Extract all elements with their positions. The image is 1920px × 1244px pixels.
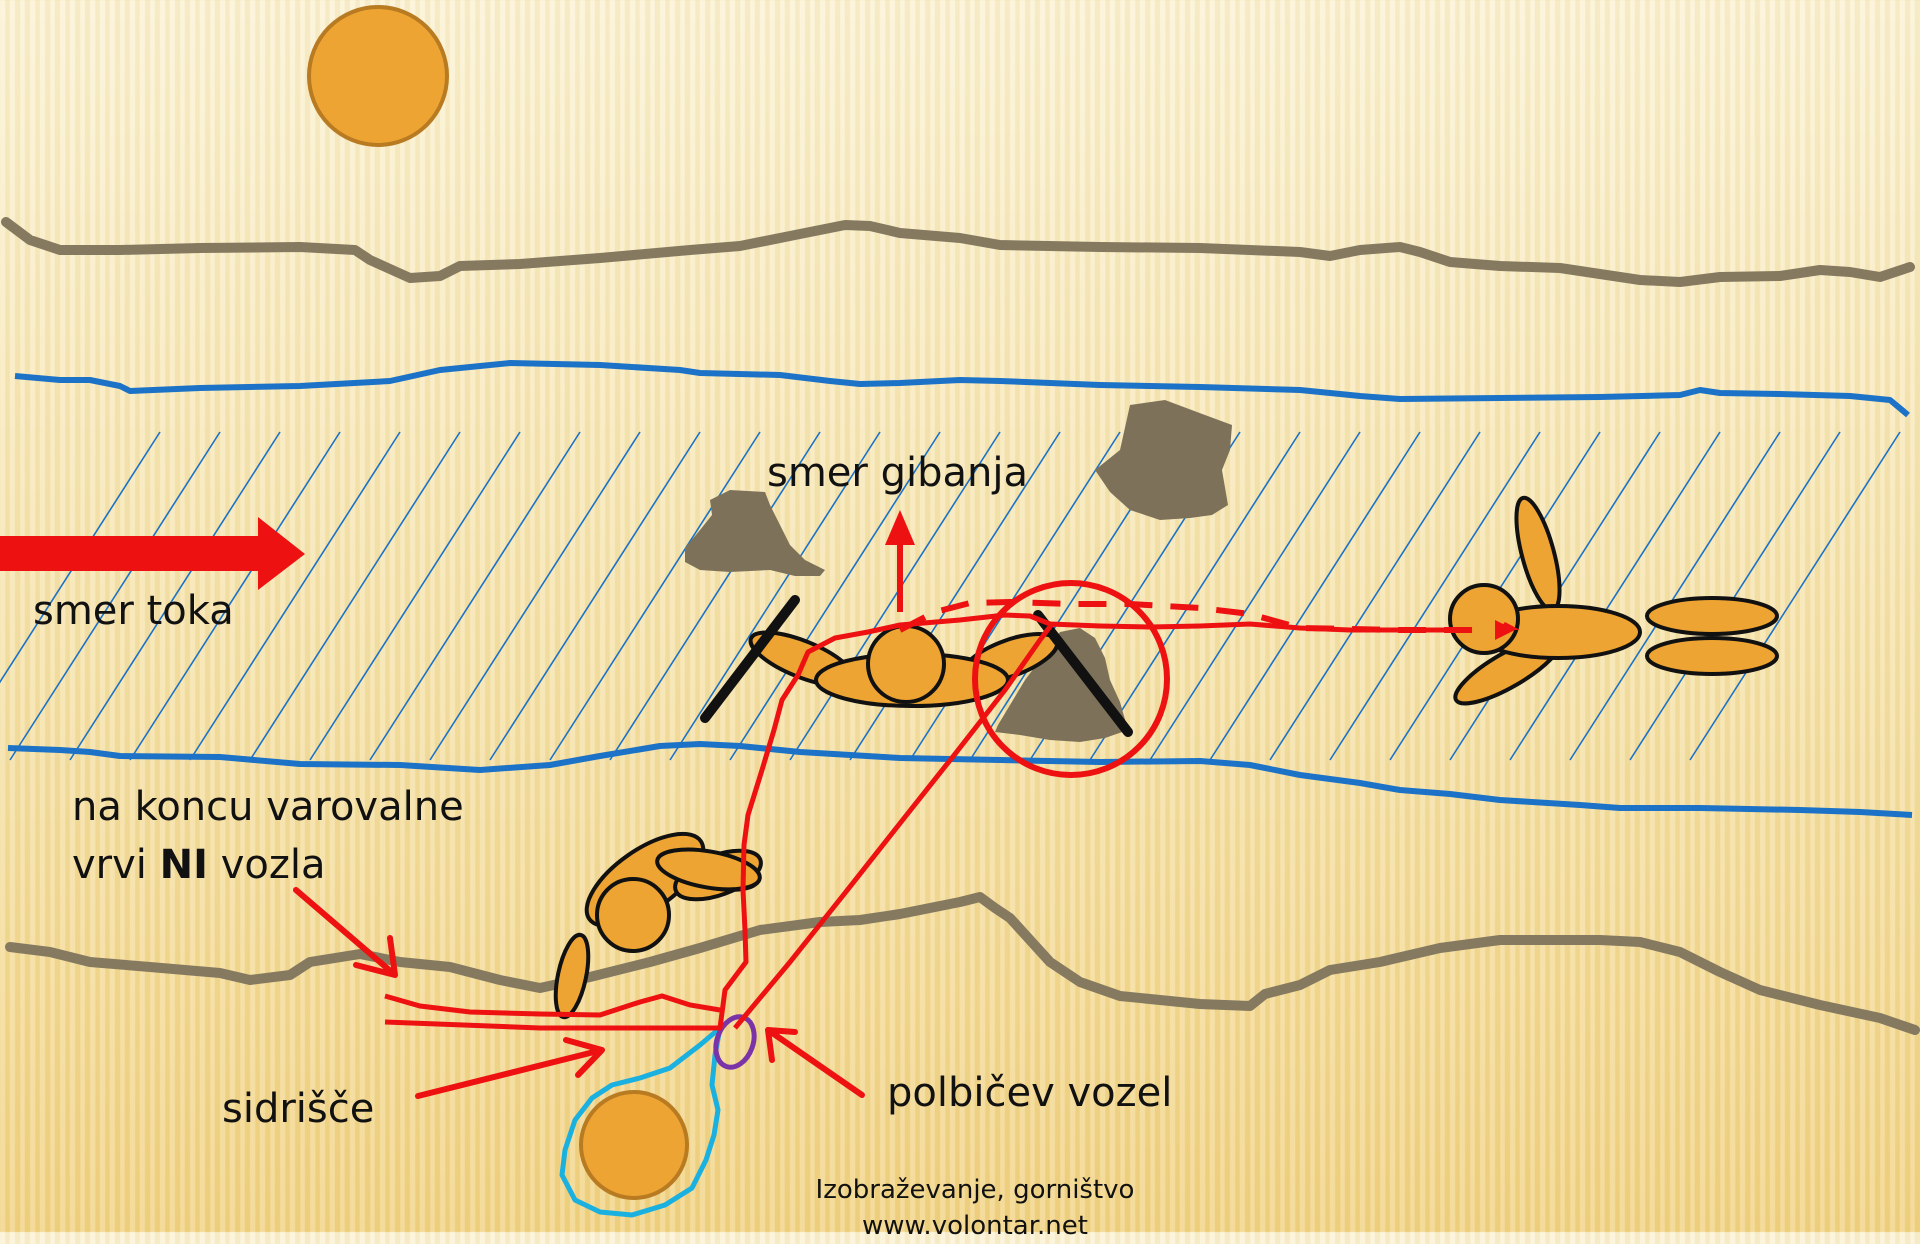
rock-top xyxy=(1095,400,1232,520)
water-hatch-line xyxy=(370,432,580,760)
water-hatch-line xyxy=(1690,432,1900,760)
rock-left xyxy=(685,490,825,576)
anchor-tree-icon xyxy=(581,1092,687,1198)
footer: Izobraževanje, gorništvo www.volontar.ne… xyxy=(710,1172,1240,1244)
rope-end-note-suffix: vozla xyxy=(208,842,325,888)
rope-end-note: na koncu varovalne vrvi NI vozla xyxy=(72,778,464,894)
water-hatch-line xyxy=(430,432,640,760)
water-hatch-line xyxy=(250,432,460,760)
rescuer-in-water-figure xyxy=(744,622,1063,706)
knot-label: polbičev vozel xyxy=(887,1064,1172,1122)
upper-water-line xyxy=(15,363,1908,415)
water-hatch-line xyxy=(490,432,700,760)
movement-direction-label: smer gibanja xyxy=(767,444,1028,502)
water-hatch-line xyxy=(1270,432,1480,760)
belay-rope-strand xyxy=(385,996,720,1015)
flow-direction-label: smer toka xyxy=(33,582,234,640)
water-hatch-line xyxy=(1210,432,1420,760)
rope-end-note-emphasis: NI xyxy=(160,842,208,888)
rope-end-note-line1: na koncu varovalne xyxy=(72,778,464,836)
swimmer-figure xyxy=(1448,494,1777,715)
water-hatch-line xyxy=(310,432,520,760)
knot-ring-icon xyxy=(709,1011,761,1072)
lower-bank-line xyxy=(10,897,1915,1030)
belayer-figure xyxy=(550,816,768,1020)
anchor-label: sidrišče xyxy=(222,1080,374,1138)
upper-bank-line xyxy=(6,222,1910,282)
water-hatch-line xyxy=(1570,432,1780,760)
water-hatch-line xyxy=(550,432,760,760)
sun-icon xyxy=(309,7,447,145)
flow-arrow-icon xyxy=(0,517,305,590)
movement-arrow-icon xyxy=(885,510,915,545)
rope-end-note-prefix: vrvi xyxy=(72,842,160,888)
footer-line1: Izobraževanje, gorništvo xyxy=(710,1172,1240,1208)
water-hatch-line xyxy=(1630,432,1840,760)
rope-end-note-line2: vrvi NI vozla xyxy=(72,836,464,894)
footer-url: www.volontar.net xyxy=(710,1208,1240,1244)
